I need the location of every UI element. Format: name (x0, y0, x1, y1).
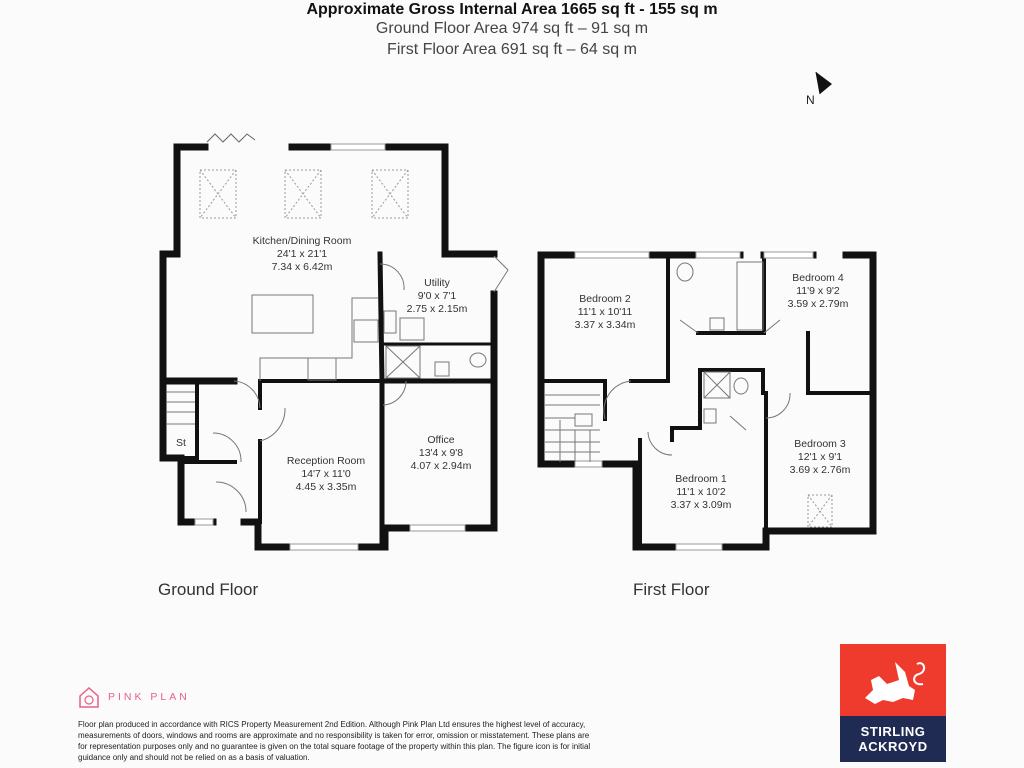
stirling-ackroyd-logo: STIRLING ACKROYD (840, 644, 946, 762)
room-metric: 3.37 x 3.09m (670, 499, 732, 511)
room-bedroom-2: Bedroom 2 11'1 x 10'11 3.37 x 3.34m (575, 293, 636, 332)
floor-plan-drawing (159, 133, 877, 551)
room-office: Office 13'4 x 9'8 4.07 x 2.94m (411, 434, 472, 473)
disclaimer-text: Floor plan produced in accordance with R… (78, 720, 591, 762)
agent-name-line1: STIRLING (860, 724, 926, 739)
room-name: Office (427, 434, 455, 446)
room-imperial: 13'4 x 9'8 (418, 447, 464, 459)
room-name: Bedroom 1 (675, 473, 727, 485)
room-bedroom-4: Bedroom 4 11'9 x 9'2 3.59 x 2.79m (788, 272, 849, 311)
room-name: Kitchen/Dining Room (252, 235, 352, 247)
room-kitchen-dining: Kitchen/Dining Room 24'1 x 21'1 7.34 x 6… (253, 235, 352, 274)
room-name: St (176, 437, 186, 449)
room-imperial: 14'7 x 11'0 (301, 468, 351, 480)
agent-name-line2: ACKROYD (858, 739, 928, 754)
griffin-icon (840, 644, 946, 716)
gross-area-title: Approximate Gross Internal Area 1665 sq … (306, 1, 718, 18)
room-store: St (176, 437, 186, 450)
room-imperial: 11'1 x 10'11 (577, 306, 633, 318)
room-utility: Utility 9'0 x 7'1 2.75 x 2.15m (407, 277, 468, 316)
room-imperial: 24'1 x 21'1 (276, 248, 328, 260)
room-imperial: 9'0 x 7'1 (417, 290, 457, 302)
pink-plan-brand: PINK PLAN (108, 691, 190, 703)
room-name: Bedroom 2 (579, 293, 631, 305)
room-imperial: 11'9 x 9'2 (796, 285, 840, 297)
room-name: Bedroom 3 (794, 438, 846, 450)
room-metric: 3.37 x 3.34m (574, 319, 636, 331)
pink-plan-logo: PINK PLAN (78, 686, 190, 708)
room-imperial: 11'1 x 10'2 (676, 486, 726, 498)
room-metric: 4.07 x 2.94m (410, 460, 472, 472)
room-imperial: 12'1 x 9'1 (797, 451, 843, 463)
pink-plan-house-icon (79, 686, 99, 708)
room-metric: 2.75 x 2.15m (406, 303, 468, 315)
room-metric: 3.69 x 2.76m (789, 464, 851, 476)
room-metric: 4.45 x 3.35m (295, 481, 357, 493)
ground-floor-area: Ground Floor Area 974 sq ft – 91 sq m (375, 20, 649, 37)
room-name: Utility (424, 277, 450, 289)
ground-floor-label: Ground Floor (158, 580, 259, 599)
room-metric: 3.59 x 2.79m (787, 298, 849, 310)
first-floor-label: First Floor (633, 580, 710, 599)
compass-label: N (806, 93, 815, 107)
room-bedroom-3: Bedroom 3 12'1 x 9'1 3.69 x 2.76m (790, 438, 851, 477)
first-floor-area: First Floor Area 691 sq ft – 64 sq m (387, 41, 637, 58)
north-arrow-icon (815, 71, 832, 95)
room-bedroom-1: Bedroom 1 11'1 x 10'2 3.37 x 3.09m (671, 473, 732, 512)
room-reception: Reception Room 14'7 x 11'0 4.45 x 3.35m (287, 455, 365, 494)
room-name: Reception Room (286, 455, 366, 467)
room-metric: 7.34 x 6.42m (271, 261, 333, 273)
room-name: Bedroom 4 (792, 272, 844, 284)
